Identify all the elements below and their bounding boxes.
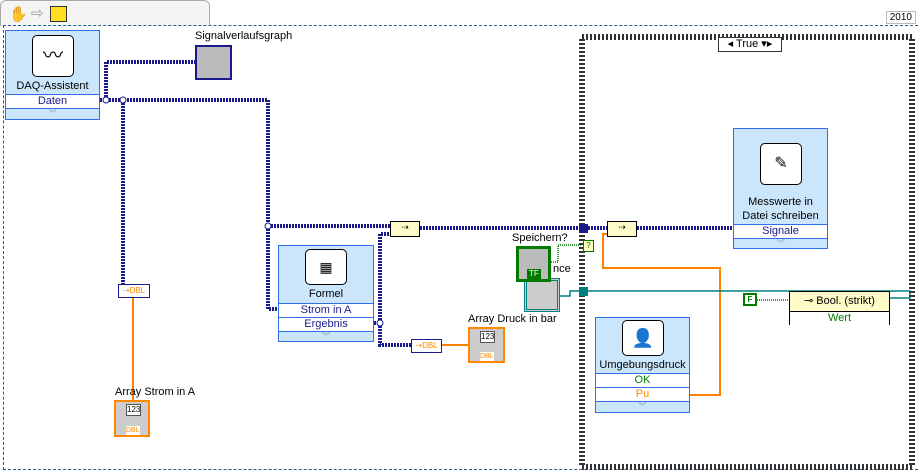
to-dbl-conversion[interactable]: ⇢DBL	[118, 284, 150, 298]
formula-node[interactable]: ▦ Formel Strom in A Ergebnis ︾	[278, 245, 374, 342]
wire-formel-in	[266, 226, 278, 311]
wire-ergebnis2	[378, 232, 390, 323]
to-dbl-conversion-2[interactable]: ⇢DBL	[411, 339, 442, 353]
step-arrow-icon[interactable]: ⇨	[31, 5, 44, 22]
partial-label: nce	[553, 263, 571, 275]
wert-input[interactable]: Wert	[790, 311, 889, 326]
signale-input[interactable]: Signale	[734, 224, 827, 238]
block-diagram-frame	[3, 25, 918, 470]
array-index: 123	[126, 404, 142, 416]
case-selector-tunnel[interactable]: ?	[583, 240, 594, 252]
user-dialog-icon: 👤	[622, 320, 664, 356]
wire-speichern	[551, 244, 581, 263]
daq-assistant-node[interactable]: 〰 DAQ-Assistent Daten ︾	[5, 30, 100, 120]
pu-output[interactable]: Pu	[596, 387, 689, 401]
daq-output-daten[interactable]: Daten	[6, 94, 99, 108]
write-file-icon: ✎	[760, 143, 802, 185]
select-node-2[interactable]: ⇢	[607, 221, 637, 237]
daq-icon: 〰	[32, 35, 74, 77]
vi-icon[interactable]	[50, 6, 67, 22]
speichern-label: Speichern?	[512, 232, 568, 244]
expand-icon[interactable]: ︾	[734, 238, 827, 248]
formula-label: Formel	[308, 288, 344, 300]
ok-output[interactable]: OK	[596, 373, 689, 387]
control-reference[interactable]	[524, 278, 560, 312]
formula-output[interactable]: Ergebnis	[279, 317, 373, 331]
messwerte-label-1: Messwerte in	[748, 196, 813, 208]
array-druck-indicator[interactable]: 123 DBL	[468, 327, 505, 363]
umgebungsdruck-node[interactable]: 👤 Umgebungsdruck OK Pu ︾	[595, 317, 690, 413]
toolbar-tab: ✋ ⇨	[0, 0, 210, 26]
expand-icon[interactable]: ︾	[279, 331, 373, 341]
bool-property[interactable]: ⊸ Bool. (strikt)	[804, 295, 875, 307]
array-strom-label: Array Strom in A	[115, 386, 196, 398]
bool-label: Bool. (strikt)	[816, 295, 875, 307]
type-label: DBL	[480, 352, 494, 361]
waveform-graph-terminal[interactable]	[195, 45, 232, 80]
select-node[interactable]: ⇢	[390, 221, 420, 237]
speichern-boolean-control[interactable]: TF	[516, 246, 551, 282]
formula-input[interactable]: Strom in A	[279, 303, 373, 317]
daq-label: DAQ-Assistent	[16, 80, 89, 92]
wire-pu	[602, 233, 721, 396]
case-selector-value: True	[736, 38, 759, 50]
array-druck-label: Array Druck in bar	[468, 313, 557, 325]
formula-icon: ▦	[305, 249, 347, 285]
messwerte-label-2: Datei schreiben	[742, 210, 819, 222]
expand-icon[interactable]: ︾	[596, 401, 689, 411]
wire-daten	[100, 98, 390, 228]
array-strom-indicator[interactable]: 123 DBL	[114, 400, 150, 437]
graph-label: Signalverlaufsgraph	[195, 30, 293, 42]
type-label: DBL	[126, 426, 140, 435]
write-measurement-file-node[interactable]: ✎ Messwerte in Datei schreiben Signale ︾	[733, 128, 828, 249]
umgebung-label: Umgebungsdruck	[599, 359, 686, 371]
expand-icon[interactable]: ︾	[6, 108, 99, 118]
version-label: 2010	[885, 11, 916, 24]
property-node-bool[interactable]: ⊸ Bool. (strikt) Wert	[789, 291, 890, 326]
case-selector[interactable]: ◂ True ▾▸	[718, 37, 782, 52]
type-label: TF	[527, 269, 541, 279]
hand-tool-icon[interactable]: ✋	[9, 6, 28, 23]
array-index: 123	[480, 331, 496, 343]
false-constant[interactable]: F	[743, 293, 757, 306]
wire-graph	[104, 60, 196, 100]
